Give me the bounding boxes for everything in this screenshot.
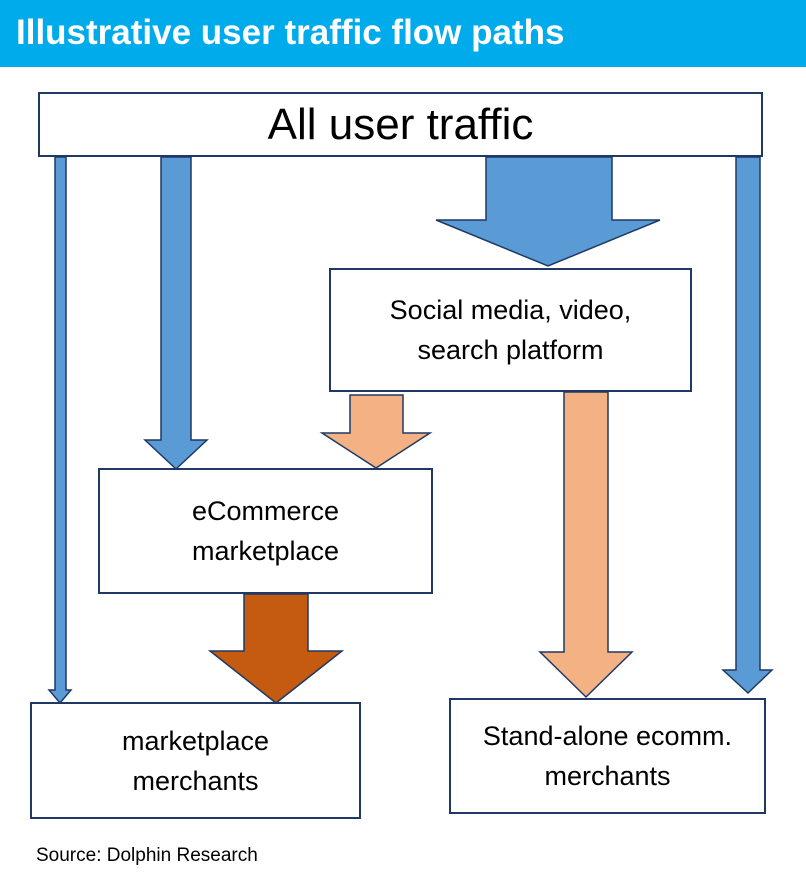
social-platform-label-line1: Social media, video,	[389, 295, 632, 325]
standalone-merchants-label-line1: Stand-alone ecomm.	[482, 721, 733, 751]
ecommerce-marketplace-label-line2: marketplace	[191, 536, 340, 566]
arrow-all-to-social	[435, 156, 661, 267]
arrow-all-to-marketplace-merchants	[47, 156, 73, 705]
social-platform-label-line2: search platform	[417, 335, 604, 365]
page-title: Illustrative user traffic flow paths	[16, 13, 565, 52]
ecommerce-marketplace-label-line1: eCommerce	[191, 496, 340, 526]
title-bar: Illustrative user traffic flow paths	[0, 0, 806, 67]
ecommerce-marketplace-box: eCommerce marketplace	[98, 468, 433, 594]
marketplace-merchants-label-line2: merchants	[132, 765, 259, 796]
arrow-all-to-ecommerce	[143, 156, 209, 471]
all-user-traffic-label: All user traffic	[267, 99, 534, 149]
marketplace-merchants-label-line1: marketplace	[121, 725, 270, 756]
social-platform-box: Social media, video, search platform	[329, 268, 692, 392]
arrow-all-to-standalone	[721, 156, 774, 695]
standalone-merchants-box: Stand-alone ecomm. merchants	[449, 698, 766, 814]
standalone-merchants-label-line2: merchants	[544, 761, 671, 791]
arrow-social-to-ecommerce	[319, 394, 433, 469]
marketplace-merchants-box: marketplace merchants	[30, 702, 361, 819]
source-note: Source: Dolphin Research	[36, 845, 258, 866]
all-user-traffic-box: All user traffic	[38, 92, 763, 157]
arrow-social-to-standalone	[538, 391, 634, 699]
arrow-ecommerce-to-marketplace-merchants	[207, 593, 345, 704]
